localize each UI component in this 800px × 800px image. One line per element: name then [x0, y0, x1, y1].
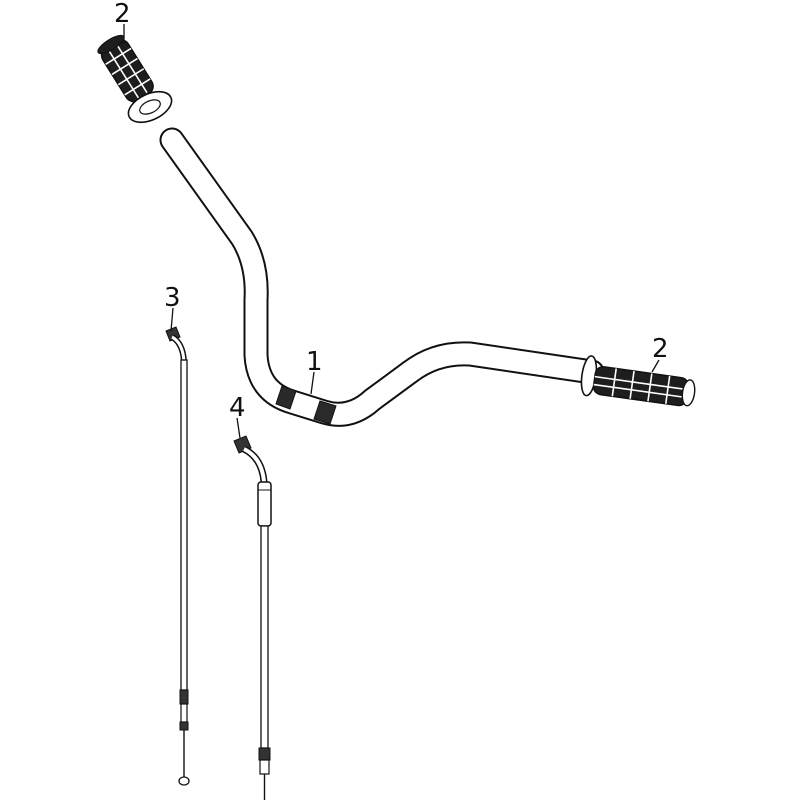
- cable-3: [165, 326, 190, 786]
- grip-left: [97, 34, 173, 124]
- callout-grip-left: 2: [114, 0, 131, 29]
- grip-left-pattern: [105, 43, 151, 99]
- leader-4: [236, 417, 241, 439]
- knurl-band-left: [275, 385, 297, 410]
- leader-lines: [123, 24, 660, 439]
- callout-grip-right: 2: [652, 334, 669, 364]
- callout-cable-3: 3: [164, 283, 181, 313]
- handlebar-tube: [161, 129, 603, 425]
- callout-cable-4: 4: [229, 393, 246, 423]
- knurl-band-right: [313, 400, 337, 425]
- cable-4-housing: [260, 525, 269, 749]
- cable-4-adjuster: [258, 747, 271, 761]
- cable-4: [233, 435, 272, 800]
- callout-handlebar: 1: [306, 347, 323, 377]
- grip-right: [580, 355, 696, 407]
- leader-1: [310, 371, 315, 395]
- grip-left-flange: [127, 90, 173, 124]
- leader-3: [170, 307, 174, 332]
- leader-2-right: [651, 359, 660, 373]
- cable-3-nipple: [178, 776, 190, 786]
- grip-right-endcap: [681, 379, 696, 407]
- cable-4-boot: [257, 481, 272, 527]
- cable-3-adjuster: [179, 689, 189, 705]
- grip-right-pattern: [593, 368, 689, 404]
- cable-3-housing: [180, 359, 188, 691]
- handlebar: [159, 127, 605, 427]
